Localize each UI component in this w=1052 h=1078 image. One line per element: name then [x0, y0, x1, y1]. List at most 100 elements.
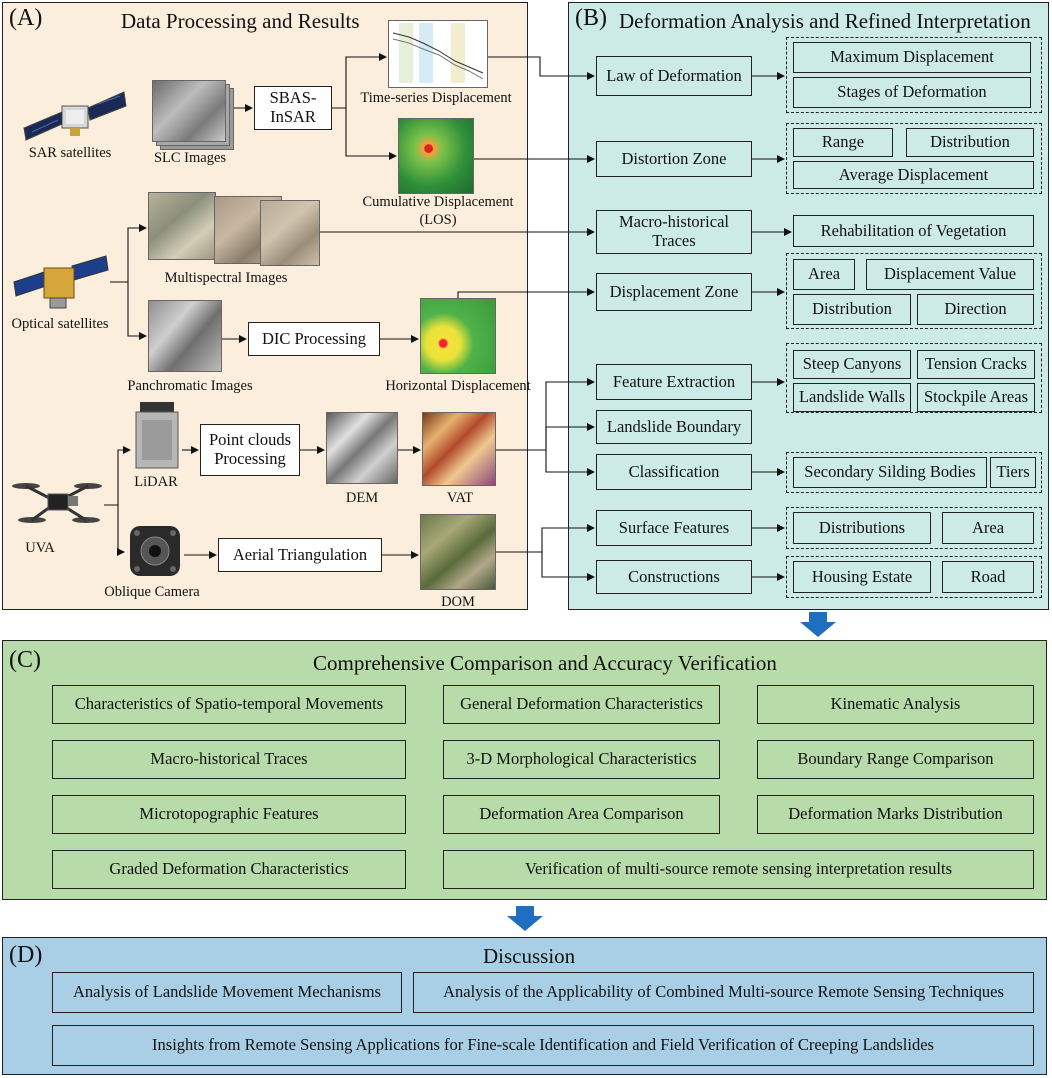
panel-b-title: Deformation Analysis and Refined Interpr… — [619, 9, 1031, 33]
distortion-details-group — [786, 123, 1042, 194]
aerial-triangulation-box: Aerial Triangulation — [218, 538, 382, 572]
comparison-item-3: Kinematic Analysis — [757, 685, 1034, 724]
sbas-line-2: InSAR — [270, 107, 316, 126]
displacement-value-box: Displacement Value — [866, 259, 1034, 290]
sbas-insar-box: SBAS- InSAR — [254, 86, 332, 130]
oblique-camera-label: Oblique Camera — [104, 584, 200, 600]
comparison-item-4: Macro-historical Traces — [52, 740, 406, 779]
average-displacement-box: Average Displacement — [793, 161, 1034, 189]
law-details-group — [786, 37, 1042, 113]
distribution-2-box: Distribution — [793, 294, 911, 325]
range-box: Range — [793, 128, 893, 157]
tension-cracks-box: Tension Cracks — [917, 350, 1035, 379]
constructions-box: Constructions — [596, 560, 752, 594]
comparison-item-11: Verification of multi-source remote sens… — [443, 850, 1034, 889]
panel-b-tag: (B) — [575, 5, 607, 31]
landslide-walls-box: Landslide Walls — [793, 383, 911, 412]
horizontal-label: Horizontal Displacement — [385, 378, 531, 394]
multispectral-image-3 — [260, 200, 320, 266]
slc-image-front — [152, 80, 226, 142]
distribution-box: Distribution — [906, 128, 1034, 157]
vat-label: VAT — [446, 490, 474, 506]
panel-a-tag: (A) — [9, 5, 43, 31]
law-of-deformation-box: Law of Deformation — [596, 56, 752, 96]
rehabilitation-vegetation-box: Rehabilitation of Vegetation — [793, 215, 1034, 247]
comparison-item-10: Graded Deformation Characteristics — [52, 850, 406, 889]
panel-c-title: Comprehensive Comparison and Accuracy Ve… — [313, 651, 777, 675]
classification-box: Classification — [596, 454, 752, 490]
uav-drone-icon — [12, 483, 102, 523]
area-2-box: Area — [942, 512, 1034, 544]
area-box: Area — [793, 259, 855, 290]
displacement-details-group — [786, 253, 1042, 329]
feature-details-group — [786, 343, 1042, 413]
discussion-item-1: Analysis of Landslide Movement Mechanism… — [52, 972, 402, 1013]
distortion-zone-box: Distortion Zone — [596, 141, 752, 177]
discussion-item-2: Analysis of the Applicability of Combine… — [413, 972, 1034, 1013]
panel-c-tag: (C) — [9, 647, 41, 673]
comparison-item-2: General Deformation Characteristics — [443, 685, 720, 724]
panel-d-tag: (D) — [9, 942, 43, 968]
comparison-item-7: Microtopographic Features — [52, 795, 406, 834]
comparison-item-8: Deformation Area Comparison — [443, 795, 720, 834]
maximum-displacement-box: Maximum Displacement — [793, 42, 1031, 73]
optical-satellite-icon — [13, 255, 109, 309]
uva-label: UVA — [25, 540, 55, 556]
sar-satellite-icon — [23, 91, 127, 141]
dic-processing-box: DIC Processing — [248, 322, 380, 356]
displacement-zone-box: Displacement Zone — [596, 273, 752, 311]
panel-d-title: Discussion — [483, 944, 576, 968]
steep-canyons-box: Steep Canyons — [793, 350, 911, 379]
pc-line-2: Processing — [214, 449, 286, 468]
multispectral-image-1 — [148, 192, 216, 260]
arrow-c-to-d-icon — [507, 906, 543, 931]
stages-of-deformation-box: Stages of Deformation — [793, 77, 1031, 108]
sbas-line-1: SBAS- — [269, 88, 317, 108]
vat-image — [422, 412, 496, 486]
distributions-box: Distributions — [793, 512, 931, 544]
surface-features-box: Surface Features — [596, 510, 752, 546]
road-box: Road — [942, 561, 1034, 593]
arrow-b-to-c-icon — [800, 612, 836, 637]
comparison-item-5: 3-D Morphological Characteristics — [443, 740, 720, 779]
comparison-item-6: Boundary Range Comparison — [757, 740, 1034, 779]
macro-line-1: Macro-historical — [619, 212, 729, 232]
comparison-item-9: Deformation Marks Distribution — [757, 795, 1034, 834]
landslide-boundary-box: Landslide Boundary — [596, 410, 752, 444]
housing-estate-box: Housing Estate — [793, 561, 931, 593]
oblique-camera-icon — [130, 526, 180, 576]
secondary-sliding-bodies-box: Secondary Silding Bodies — [793, 457, 987, 488]
point-clouds-processing-box: Point clouds Processing — [200, 424, 300, 476]
time-series-thumbnail — [388, 20, 488, 88]
cumulative-displacement-map — [398, 118, 474, 194]
optical-satellites-label: Optical satellites — [11, 316, 109, 332]
panchromatic-image — [148, 300, 222, 372]
sar-satellites-label: SAR satellites — [28, 145, 112, 161]
time-series-plot-icon — [392, 23, 484, 83]
discussion-item-3: Insights from Remote Sensing Application… — [52, 1025, 1034, 1066]
direction-box: Direction — [917, 294, 1034, 325]
panchromatic-label: Panchromatic Images — [127, 378, 253, 394]
slc-images-label: SLC Images — [153, 150, 227, 166]
classification-details-group — [786, 452, 1042, 493]
comparison-item-1: Characteristics of Spatio-temporal Movem… — [52, 685, 406, 724]
lidar-sensor-icon — [135, 402, 179, 469]
construction-details-group — [786, 556, 1042, 598]
tiers-box: Tiers — [990, 457, 1036, 488]
los-label: (LOS) — [419, 212, 457, 228]
stockpile-areas-box: Stockpile Areas — [917, 383, 1035, 412]
horizontal-displacement-map — [420, 298, 496, 374]
dom-label: DOM — [441, 594, 475, 610]
panel-a-title: Data Processing and Results — [121, 9, 360, 33]
pc-line-1: Point clouds — [208, 430, 292, 450]
time-series-label: Time-series Displacement — [360, 90, 512, 106]
dom-image — [420, 514, 496, 590]
cumulative-label: Cumulative Displacement — [362, 194, 514, 210]
lidar-label: LiDAR — [134, 474, 178, 490]
multispectral-label: Multispectral Images — [164, 270, 288, 286]
feature-extraction-box: Feature Extraction — [596, 364, 752, 400]
surface-details-group — [786, 507, 1042, 549]
macro-line-2: Traces — [652, 231, 696, 250]
dem-image — [326, 412, 398, 484]
macro-historical-traces-box: Macro-historical Traces — [596, 210, 752, 254]
